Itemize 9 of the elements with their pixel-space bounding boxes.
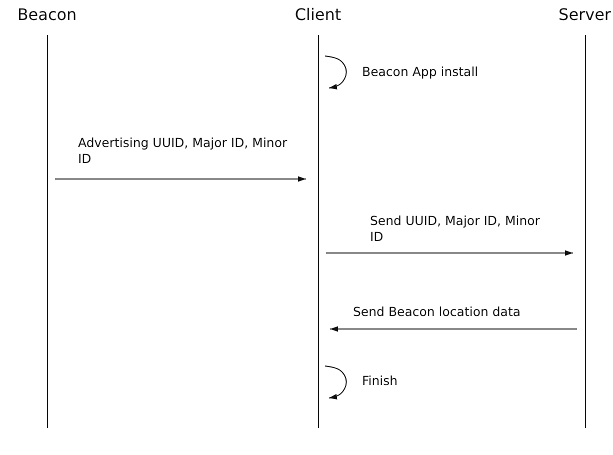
message-arrow [54,176,306,182]
self-message-arrow [324,366,347,400]
participant-name: Client [294,5,342,24]
participant-name: Beacon [17,5,77,24]
message-arrow [326,250,574,256]
self-message-arrow [324,56,347,90]
participant-name: Server [558,5,611,24]
message-label: Beacon App install [362,64,478,80]
message-arrow [330,326,578,332]
